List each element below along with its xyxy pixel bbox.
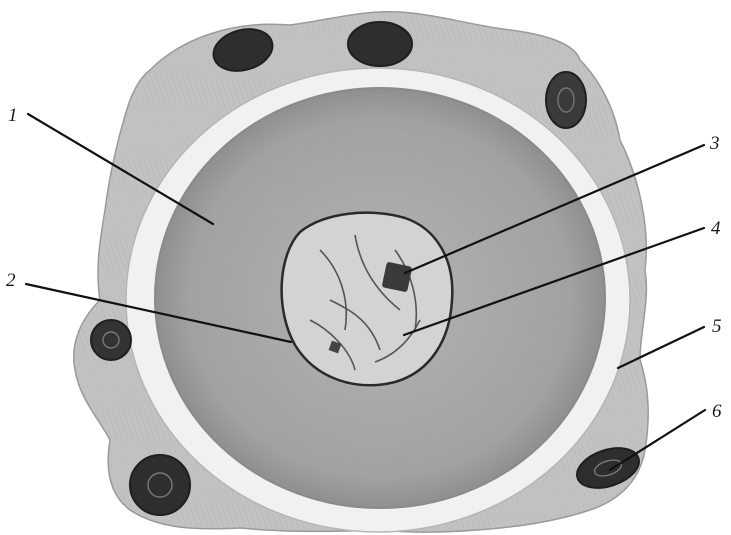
label-4: 4 (711, 218, 721, 239)
label-1: 1 (8, 105, 18, 126)
nucleus (282, 213, 453, 385)
label-6: 6 (712, 401, 722, 422)
label-3: 3 (709, 133, 720, 154)
label-5: 5 (712, 316, 722, 337)
label-2: 2 (6, 270, 16, 291)
nucleolus (382, 262, 413, 293)
